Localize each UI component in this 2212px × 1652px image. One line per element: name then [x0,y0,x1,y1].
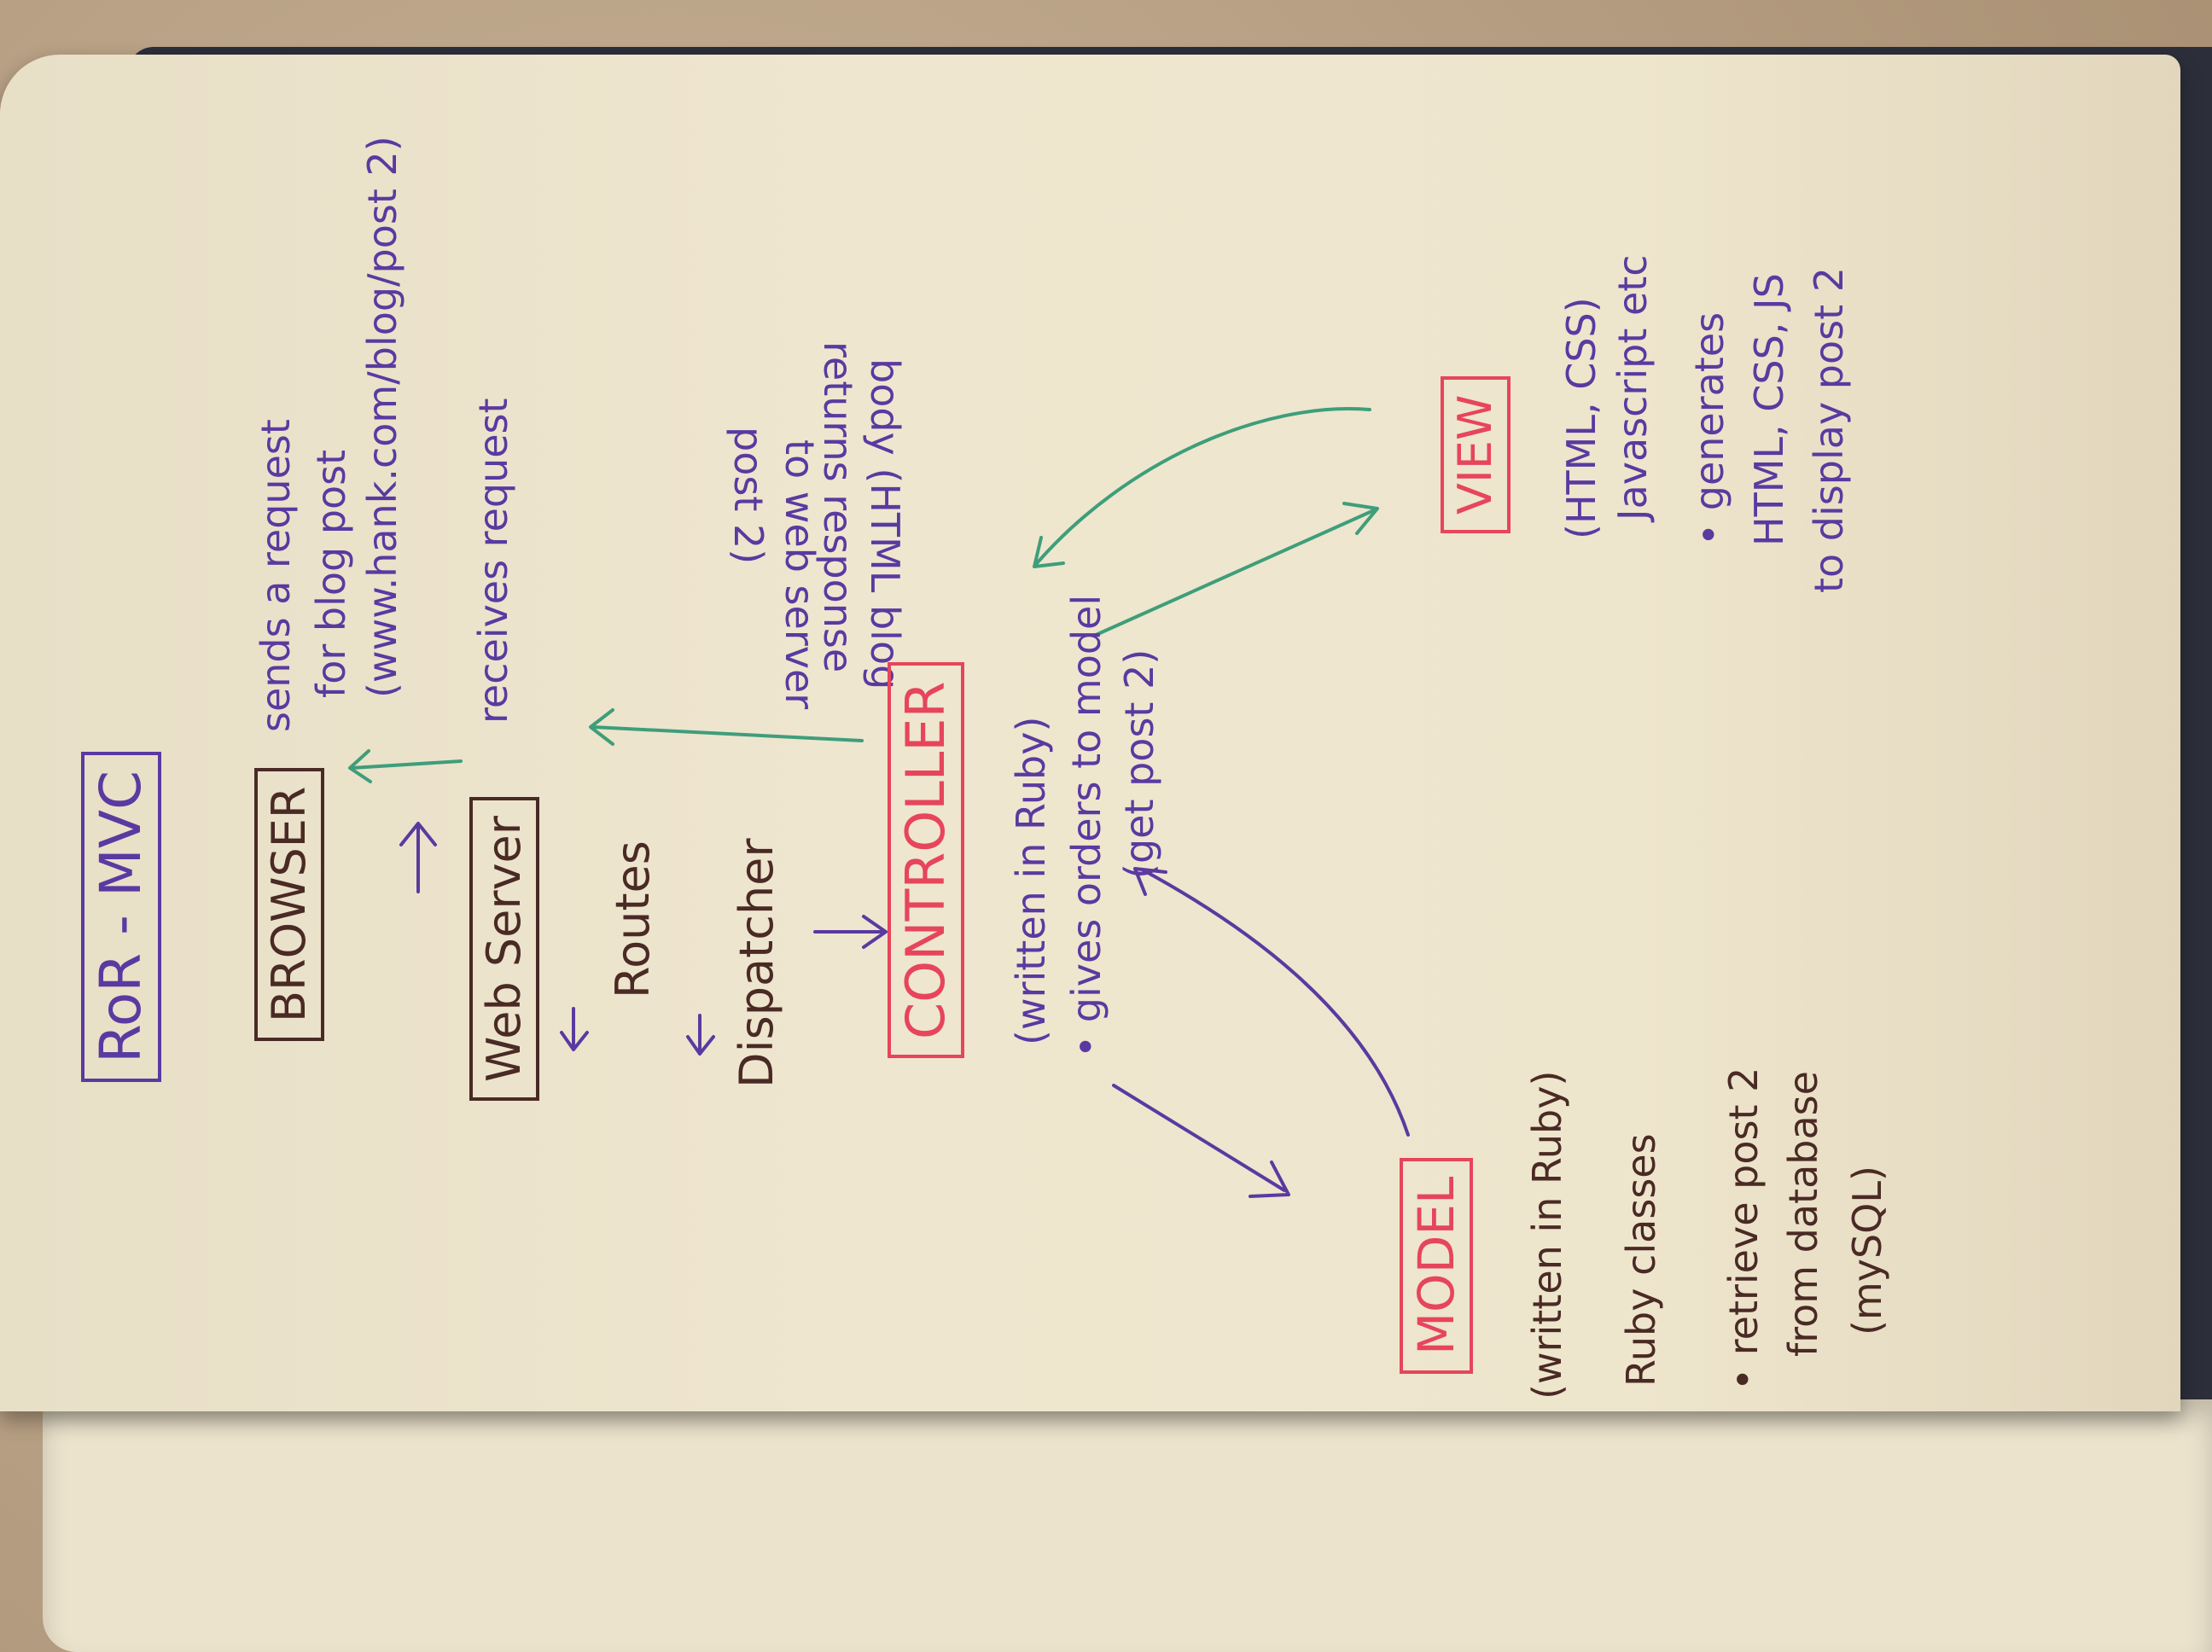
node-dispatcher: Dispatcher [730,838,783,1088]
view-note-line2: Javascript etc [1610,254,1656,521]
arrow-controller-to-view [1092,509,1376,637]
model-note-line5: (mySQL) [1844,1166,1890,1335]
notebook-page [0,55,2180,1411]
arrow-controller-to-webserver [591,725,864,742]
model-note-line3: • retrieve post 2 [1720,1067,1767,1391]
arrow-view-to-controller [1035,407,1371,565]
arrow-controller-to-model [1112,1084,1286,1192]
controller-note-line3: (get post 2) [1116,649,1162,879]
node-routes: Routes [606,841,660,998]
node-view: VIEW [1441,375,1511,533]
controller-note-line2: • gives orders to model [1063,594,1109,1058]
returns-note-line2: body (HTML blog [862,358,908,690]
web-server-note: receives request [470,398,516,724]
browser-note-line1: sends a request [253,419,299,732]
arrow-webserver-to-browser [350,759,463,770]
arrow-model-to-controller [1142,869,1410,1137]
view-note-line4: HTML, CSS, JS [1746,273,1792,546]
browser-note-line3: (www.hank.com/blog/post 2) [359,136,405,698]
node-model: MODEL [1400,1157,1473,1374]
model-note-line2: Ruby classes [1618,1133,1664,1387]
view-note-line3: • generates [1686,311,1732,546]
browser-note-line2: for blog post [308,449,354,698]
model-note-line1: (written in Ruby) [1524,1070,1570,1399]
node-controller: CONTROLLER [888,662,964,1058]
view-note-line1: (HTML, CSS) [1558,297,1604,539]
node-web-server: Web Server [469,797,539,1101]
notebook-facing-page [43,1399,2212,1652]
controller-note-line1: (written in Ruby) [1008,716,1054,1045]
returns-note-line3: post 2) [725,427,771,565]
returns-note-line4: to web server [777,439,823,710]
node-browser: BROWSER [254,767,324,1041]
model-note-line4: from database [1780,1071,1826,1357]
diagram-title: RoR - MVC [81,751,161,1082]
view-note-line5: to display post 2 [1806,267,1852,593]
returns-note-line1: returns response [815,341,861,673]
